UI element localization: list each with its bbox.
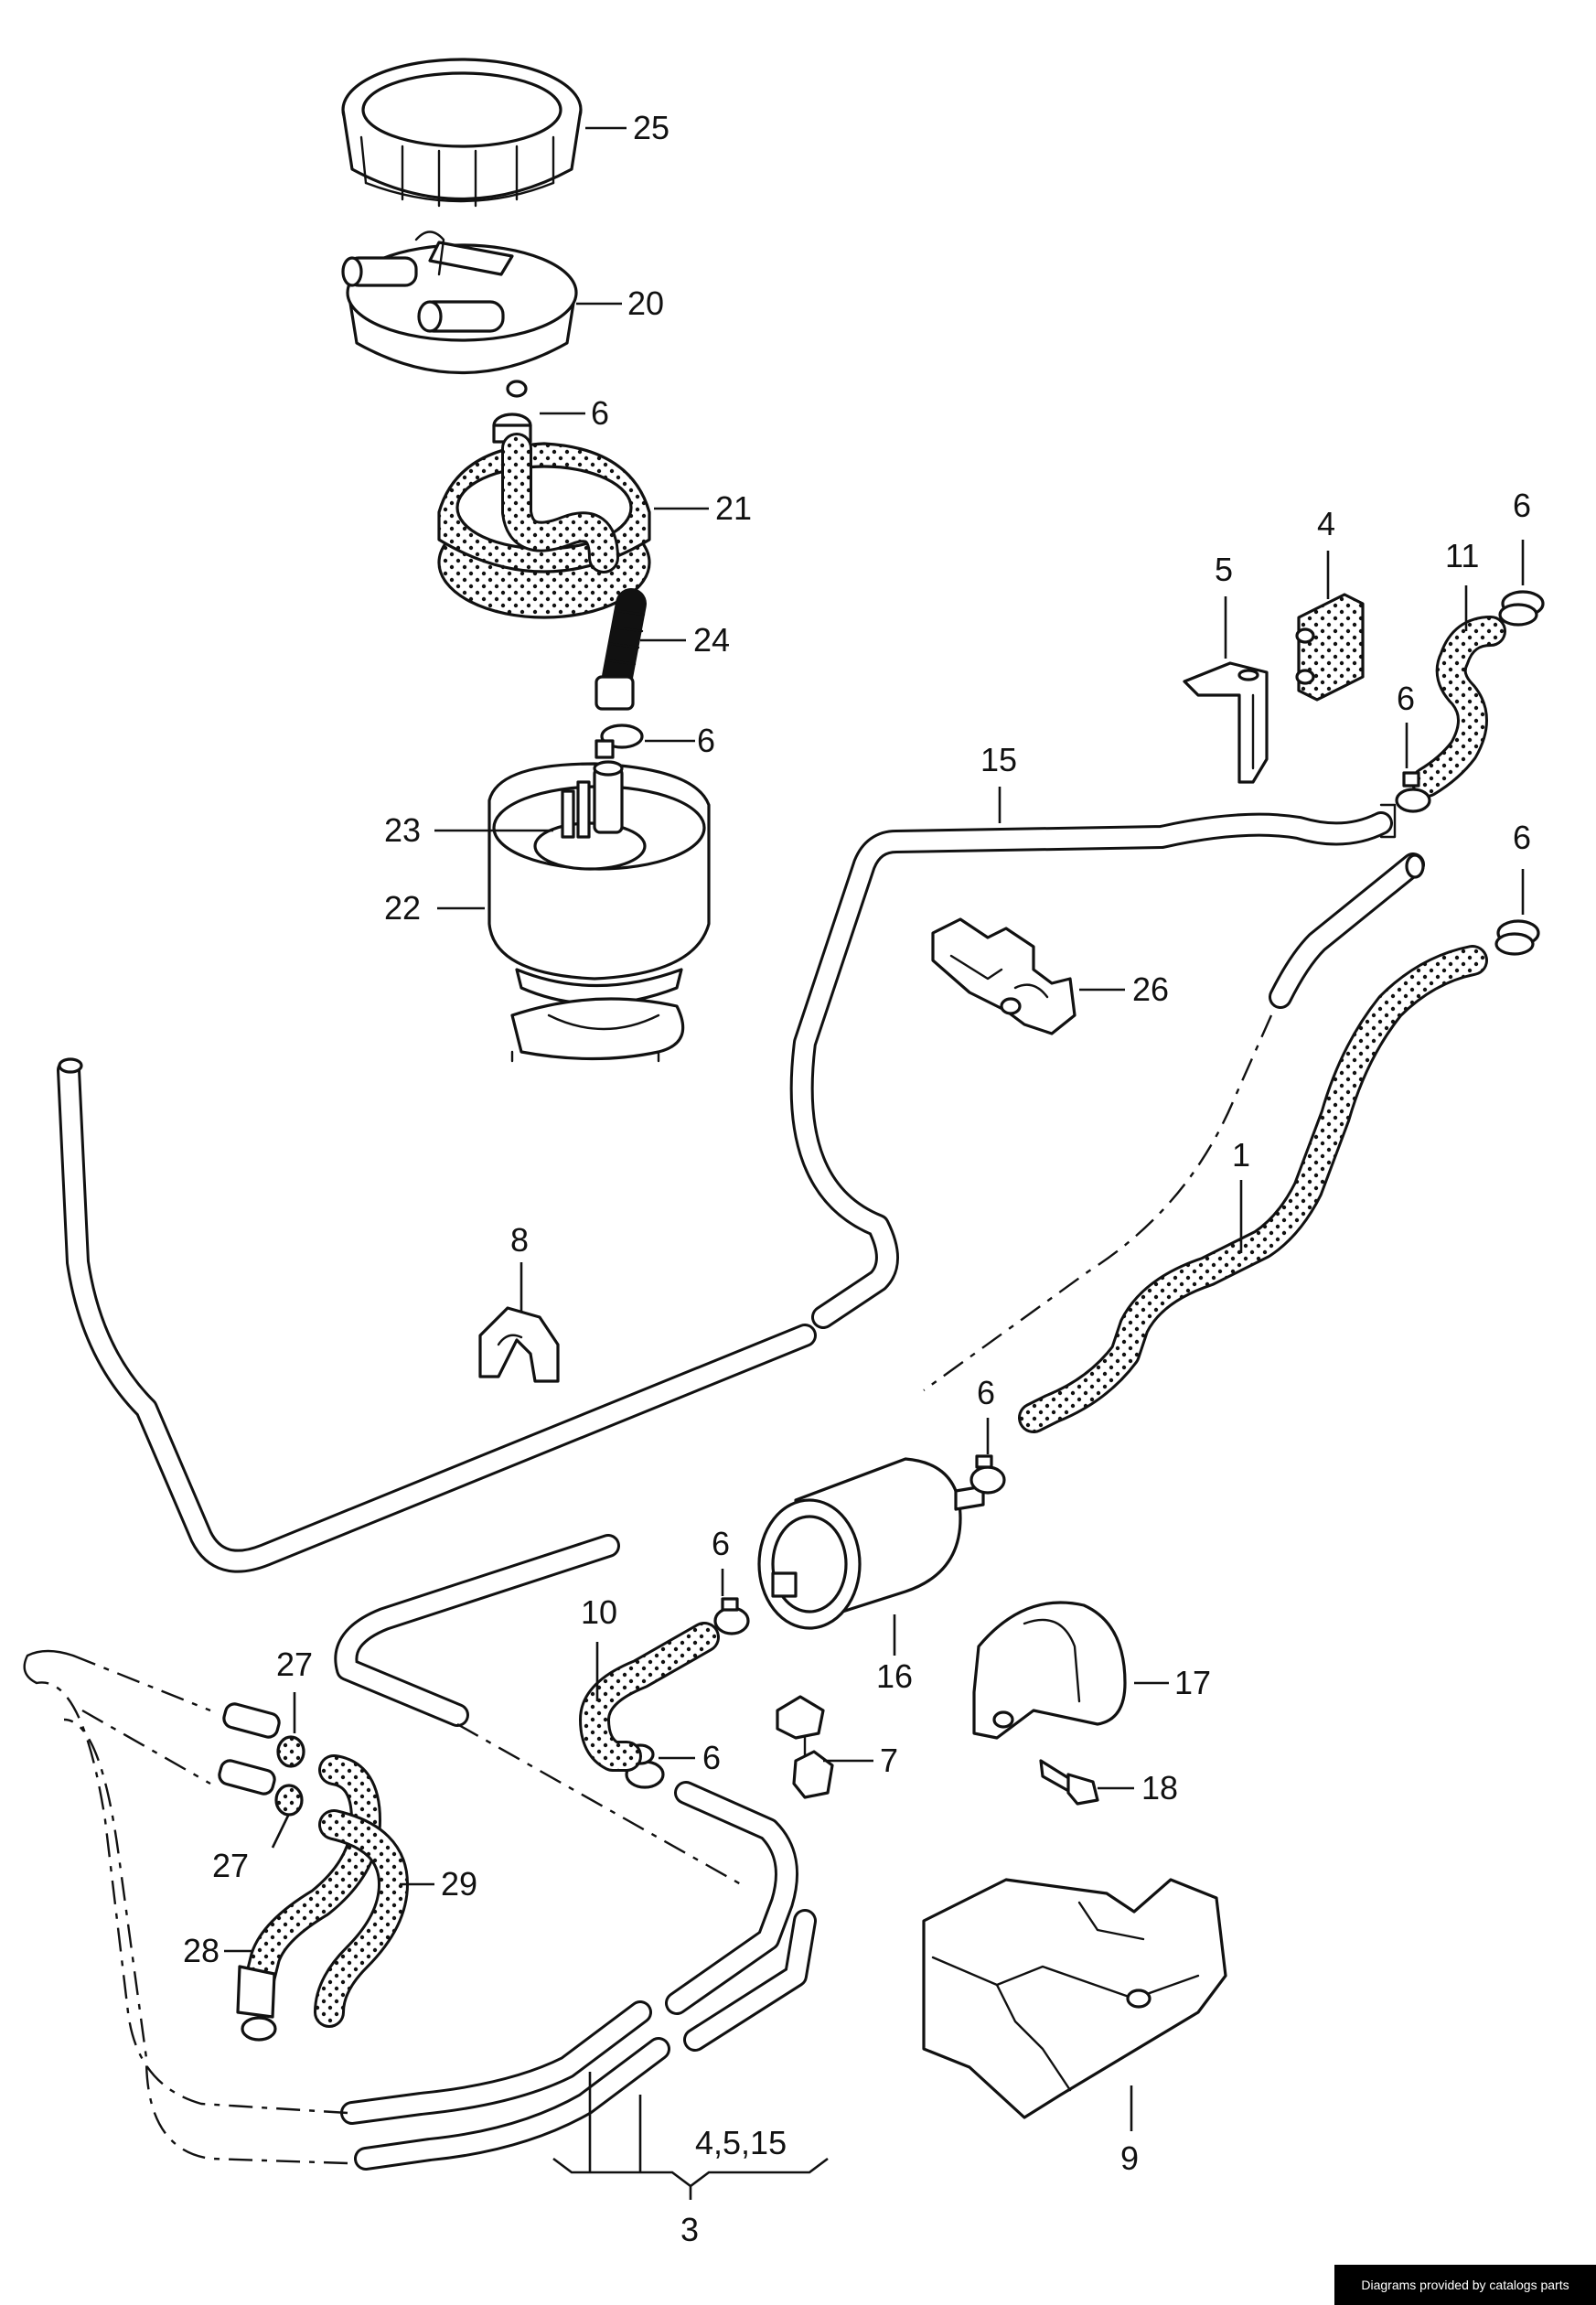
hose-part-28[interactable]	[236, 1754, 381, 2042]
flange-cover-part-20[interactable]	[341, 230, 578, 398]
label-10: 10	[581, 1593, 617, 1631]
fuel-hose-part-1[interactable]	[923, 852, 1488, 1433]
fuel-pump-part-23[interactable]	[533, 760, 647, 871]
hose-clamp-part-6-filter-right[interactable]	[969, 1454, 1006, 1495]
corrugated-hose-part-24[interactable]	[594, 588, 647, 711]
label-9: 9	[1120, 2139, 1139, 2177]
label-6-f: 6	[977, 1374, 995, 1411]
label-17: 17	[1174, 1664, 1211, 1701]
hose-clamp-part-6-right-mid[interactable]	[1494, 919, 1540, 956]
label-24: 24	[693, 621, 730, 659]
hose-clamp-part-6-right-line15[interactable]	[1395, 771, 1431, 813]
label-27-a: 27	[276, 1646, 313, 1683]
cover-part-9[interactable]	[922, 1878, 1227, 2119]
hose-clamp-part-6-filter-left[interactable]	[713, 1597, 750, 1635]
hose-clamp-part-6-mid[interactable]	[594, 724, 644, 759]
lock-ring-part-25[interactable]	[341, 58, 583, 208]
label-27-b: 27	[212, 1847, 249, 1884]
label-15: 15	[980, 741, 1017, 778]
hose-part-11[interactable]	[1411, 616, 1506, 798]
bracket-part-5[interactable]	[1183, 661, 1269, 784]
label-6-b: 6	[697, 722, 715, 759]
label-1: 1	[1232, 1136, 1250, 1174]
holder-part-17[interactable]	[972, 1601, 1127, 1740]
label-20: 20	[627, 284, 664, 322]
label-11: 11	[1445, 537, 1479, 574]
clip-part-8[interactable]	[478, 1306, 560, 1383]
label-18: 18	[1141, 1769, 1178, 1806]
hose-part-10[interactable]	[579, 1622, 720, 1772]
part-number-labels: 25 20 6 21 24 6 23 22 5 4 11 6 6 15 6 26…	[183, 109, 1531, 2248]
connector-part-27[interactable]	[218, 1702, 305, 1817]
label-4-5-15: 4,5,15	[695, 2124, 787, 2161]
label-29: 29	[441, 1865, 477, 1903]
label-26: 26	[1132, 970, 1169, 1008]
label-8: 8	[510, 1221, 529, 1259]
label-6-c: 6	[1513, 487, 1531, 524]
strainer-part-21[interactable]	[437, 433, 651, 619]
label-3: 3	[680, 2211, 699, 2248]
fuel-pump-holder-part-22[interactable]	[487, 762, 711, 1063]
clip-part-4[interactable]	[1295, 593, 1365, 702]
label-6-a: 6	[591, 394, 609, 432]
label-6-g: 6	[712, 1525, 730, 1562]
label-4: 4	[1317, 505, 1335, 542]
label-16: 16	[876, 1657, 913, 1695]
hose-clamp-part-6-right-top[interactable]	[1498, 590, 1545, 627]
fuel-line-set-part-3[interactable]	[23, 1534, 817, 2171]
label-6-h: 6	[702, 1739, 721, 1776]
label-6-d: 6	[1397, 680, 1415, 717]
label-23: 23	[384, 811, 421, 849]
label-6-e: 6	[1513, 819, 1531, 856]
label-22: 22	[384, 889, 421, 927]
double-clip-part-26[interactable]	[931, 917, 1076, 1035]
leader-lines	[224, 126, 1525, 2200]
label-25: 25	[633, 109, 669, 146]
fuel-line-part-15[interactable]	[57, 803, 1397, 1573]
label-28: 28	[183, 1932, 220, 1969]
clip-part-7[interactable]	[776, 1695, 834, 1799]
bolt-part-18[interactable]	[1039, 1759, 1099, 1806]
label-5: 5	[1215, 551, 1233, 588]
hose-part-29[interactable]	[314, 1809, 409, 2028]
label-21: 21	[715, 489, 752, 527]
fuel-filter-part-16[interactable]	[757, 1457, 985, 1630]
label-7: 7	[880, 1742, 898, 1779]
diagram-credit: Diagrams provided by catalogs parts	[1334, 2265, 1596, 2305]
